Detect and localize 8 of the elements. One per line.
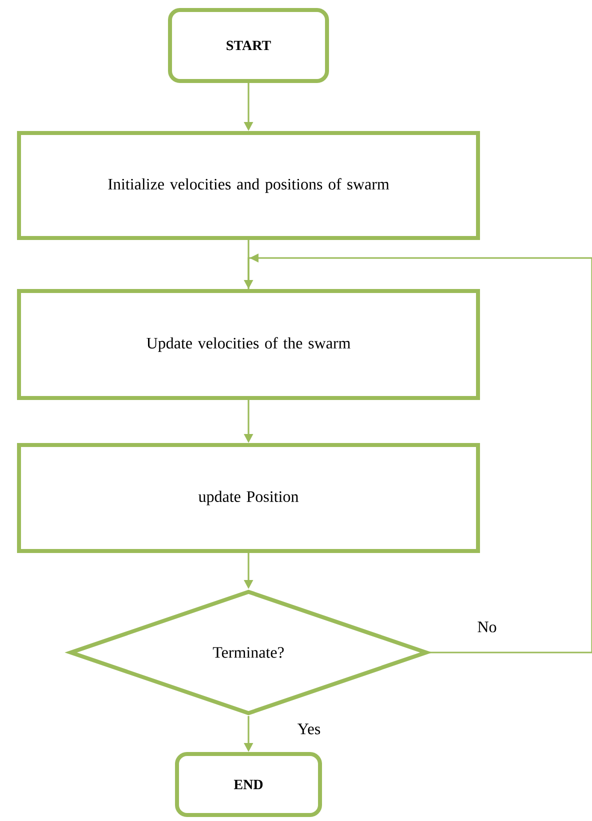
terminal-box: END bbox=[175, 752, 322, 817]
process-box: Update velocities of the swarm bbox=[17, 289, 480, 400]
edge-label: Yes bbox=[298, 724, 320, 734]
edge-label: No bbox=[478, 622, 496, 632]
process-box: Initialize velocities and positions of swarm bbox=[17, 131, 480, 240]
process-box: update Position bbox=[17, 443, 480, 553]
terminal-box: START bbox=[168, 8, 329, 83]
arrow bbox=[248, 254, 592, 654]
